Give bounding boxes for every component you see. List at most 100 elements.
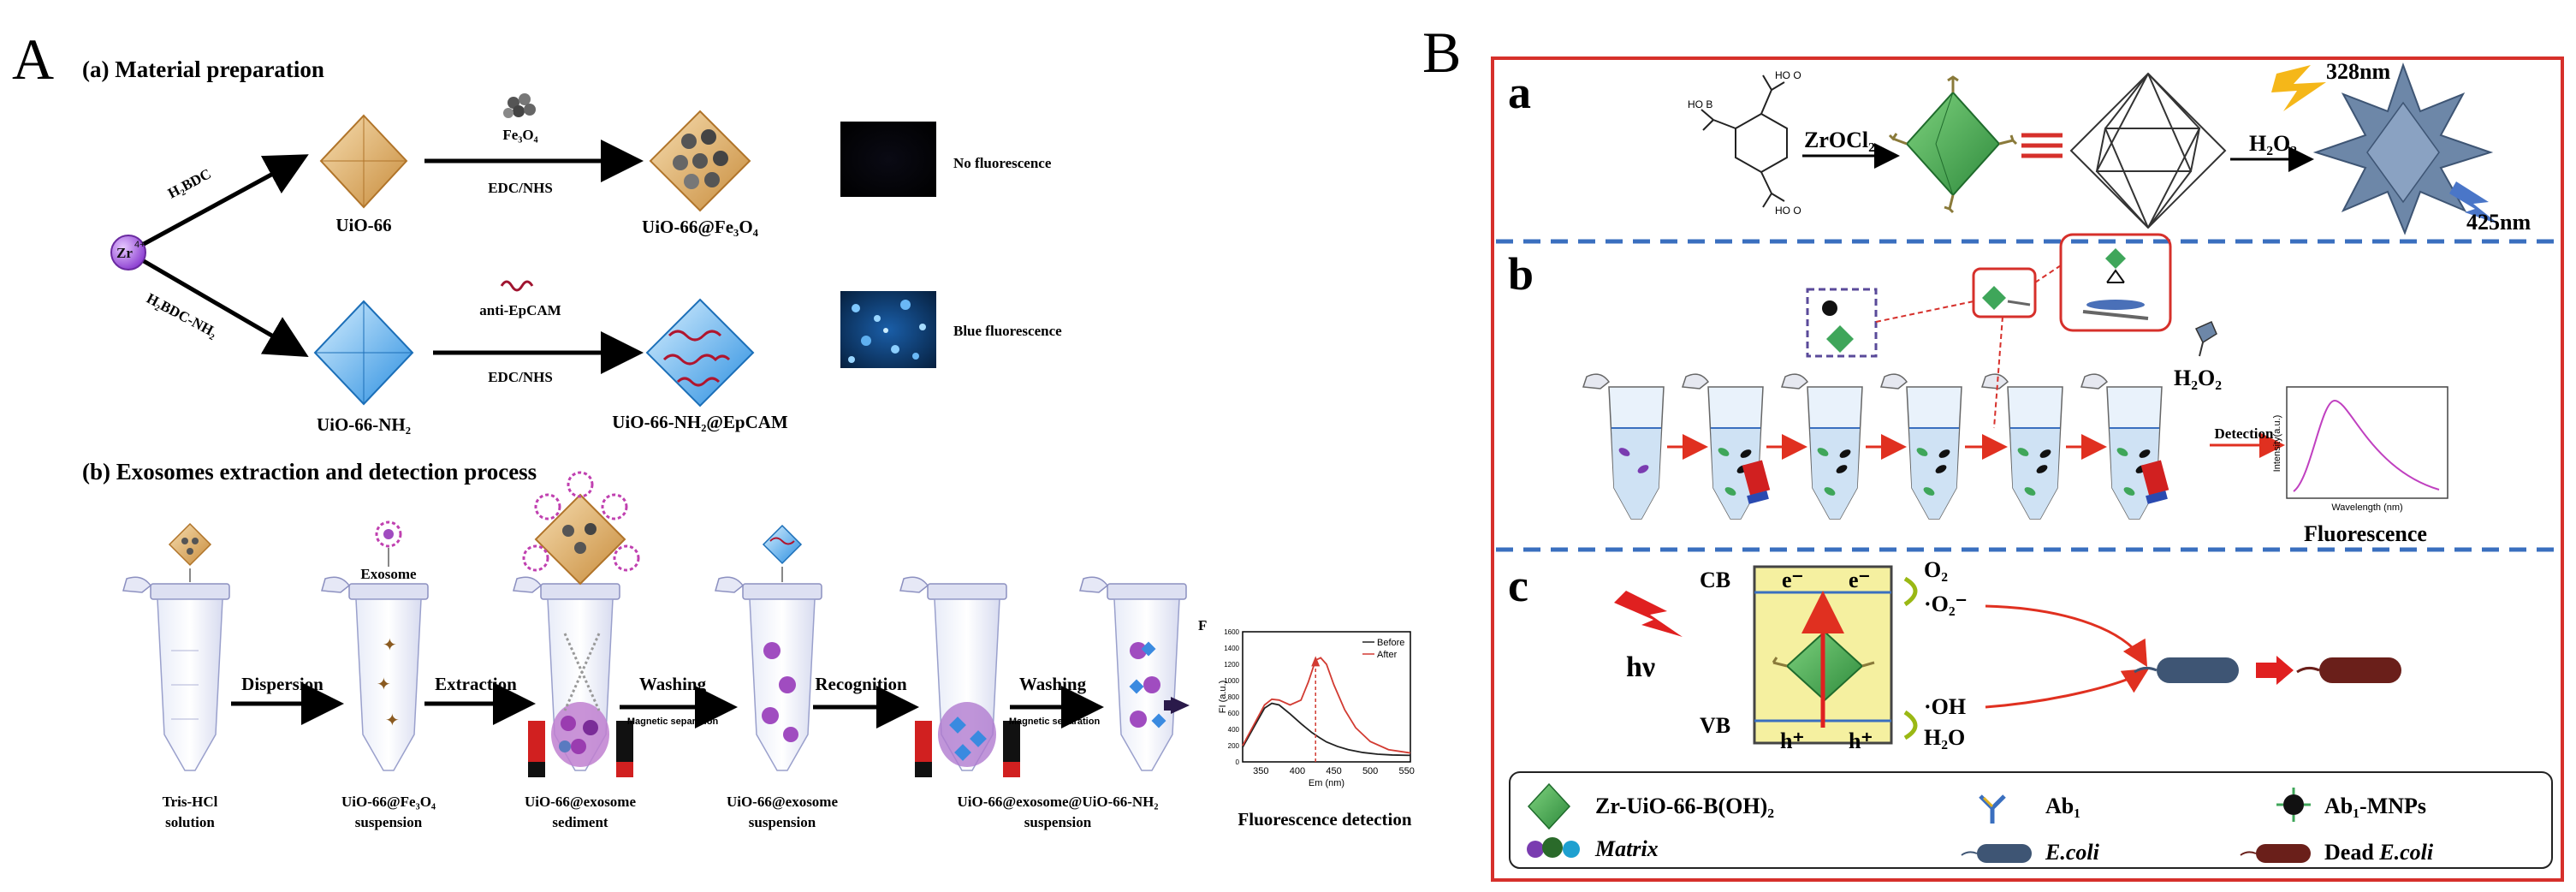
legend-zr-icon — [1527, 782, 1571, 830]
electron-2-label: e⁻ — [1849, 568, 1870, 592]
legend-zr-label: Zr-UiO-66-B(OH)₂ — [1595, 794, 1774, 818]
mag-separation-2-label: Magnetic separation — [1009, 717, 1101, 727]
legend-ab1-icon — [1979, 794, 2006, 824]
uio66-fe3o4-small-icon — [168, 522, 212, 582]
ecoli-live-icon — [2134, 657, 2239, 683]
legend-before-label: Before — [1377, 638, 1404, 648]
fluorescence-label: Fluorescence — [2304, 521, 2427, 546]
chart-x-tick-label: 350 — [1253, 766, 1268, 776]
sub-a-label: a — [1508, 67, 1531, 118]
legend-box — [1509, 771, 2553, 869]
bdc-boronic-structure — [1701, 74, 1788, 208]
wireframe-octahedron-icon — [2069, 72, 2227, 229]
chart-x-tick-label: 450 — [1326, 766, 1341, 776]
antibody-squiggle-icon — [500, 280, 534, 292]
legend-matrix-label: Matrix — [1594, 836, 1659, 861]
tube-4-label-b: suspension — [749, 814, 816, 830]
blue-fluorescence-image — [840, 291, 936, 368]
sub-c-label: c — [1508, 560, 1528, 611]
superoxide-label: ·O₂⁻ — [1924, 592, 1967, 616]
legend-mnps-label: Ab₁-MNPs — [2324, 794, 2426, 818]
zrocl2-label: ZrOCl₂ — [1804, 128, 1875, 152]
svg-text:✦: ✦ — [385, 711, 400, 730]
legend-dead-label: Dead E.coli — [2324, 840, 2434, 865]
exosome-label: Exosome — [360, 566, 417, 582]
h2o2-a-label: H₂O₂ — [2249, 131, 2297, 156]
chart-corner-label: F — [1198, 617, 1207, 633]
radical-arrow-1 — [1985, 604, 2148, 668]
legend-dead-ecoli-word: E.coli — [2378, 840, 2434, 865]
no-fluorescence-label: No fluorescence — [953, 155, 1052, 171]
struct-oh-bottom: HO O — [1775, 205, 1801, 217]
product-top-label: UiO-66@Fe₃O₄ — [642, 217, 759, 237]
chart-y-tick-label: 1600 — [1224, 628, 1239, 636]
panel-b-tube — [1681, 373, 1771, 520]
section-exosome-title: (b) Exosomes extraction and detection pr… — [82, 459, 537, 485]
arrow-to-uio66 — [142, 154, 309, 247]
uio66-nh2-epcam-product-icon — [645, 298, 755, 407]
panel-b-tube — [1879, 373, 1962, 520]
uio66-nh2-small-icon — [762, 524, 803, 582]
uio66-fe3o4-product-icon — [649, 110, 751, 212]
tube-uio66-exosome-uio66nh2-sediment — [899, 576, 1020, 777]
h2bdc-label: H₂BDC — [165, 165, 214, 201]
hole-2-label: h⁺ — [1849, 728, 1873, 753]
spectrum-inset: Intensity(a.u.) Wavelength (nm) — [2272, 386, 2448, 513]
hv-label: hν — [1626, 651, 1655, 683]
panel-b-tube — [2080, 373, 2169, 520]
hole-1-label: h⁺ — [1780, 728, 1804, 753]
kill-arrow — [2256, 656, 2294, 685]
product-bottom-label: UiO-66-NH₂@EpCAM — [612, 412, 788, 432]
zr-label: Zr — [116, 245, 133, 261]
chart-y-tick-label: 800 — [1228, 693, 1240, 701]
legend-mnps-icon — [2276, 788, 2311, 822]
tube-labels: Tris-HCl solution UiO-66@Fe₃O₄ suspensio… — [163, 794, 1159, 830]
tube-tris-hcl — [122, 576, 230, 771]
uio66-nh2-octahedron-icon — [313, 300, 414, 406]
hydroxyl-label: ·OH — [1924, 694, 1966, 719]
uio66-octahedron-icon — [319, 114, 408, 209]
struct-b-oh: HO B — [1688, 98, 1712, 110]
equals-icon — [2021, 133, 2063, 158]
chart-x-tick-label: 500 — [1362, 766, 1378, 776]
panel-b-frame — [1491, 56, 2564, 882]
tube-2-label-a: UiO-66@Fe₃O₄ — [341, 794, 436, 810]
tube-uio66-fe3o4: ✦ ✦ ✦ — [321, 576, 429, 771]
chart-y-tick-label: 200 — [1228, 742, 1240, 750]
dropper-icon — [2194, 321, 2217, 357]
fe3o4-label: Fe₃O₄ — [502, 127, 537, 143]
to-detection-arrow — [1171, 697, 1190, 714]
tube-uio66-exosome-suspension — [715, 576, 822, 771]
step-recognition-label: Recognition — [815, 674, 907, 694]
ecoli-dead-icon — [2296, 657, 2401, 683]
chart-x-tick-label: 400 — [1290, 766, 1305, 776]
svg-text:✦: ✦ — [383, 636, 397, 655]
chart-y-tick-label: 400 — [1228, 726, 1240, 734]
sub-b-label: b — [1508, 248, 1534, 300]
legend-dead-ecoli-icon — [2240, 844, 2311, 863]
chart-y-axis-label: FI (a.u.) — [1218, 681, 1228, 714]
legend-ecoli-icon — [1961, 844, 2032, 863]
o2-label: O₂ — [1924, 557, 1948, 582]
chart-x-tick-label: 550 — [1399, 766, 1415, 776]
panel-a-letter: A — [12, 27, 54, 92]
nm328-label: 328nm — [2326, 59, 2390, 84]
step-washing-1-label: Washing — [639, 674, 707, 694]
zr-charge-label: 4+ — [134, 240, 145, 250]
tube-5-label-b: suspension — [1024, 814, 1092, 830]
section-material-prep-title: (a) Material preparation — [82, 56, 324, 82]
panel-b-tube-series — [1582, 373, 2169, 520]
spectrum-y-label: Intensity(a.u.) — [2272, 415, 2282, 473]
legend-dead-word: Dead — [2324, 840, 2379, 865]
tube-uio66-exosome-sediment — [513, 576, 633, 777]
uio66-exosome-cluster-icon — [522, 471, 640, 586]
cb-transfer-arrow — [1903, 576, 1918, 607]
h2o2-b-label: H₂O₂ — [2174, 366, 2222, 390]
step-extraction-label: Extraction — [435, 674, 517, 694]
panel-a: A (a) Material preparation Zr 4+ H₂BDC H… — [12, 27, 1415, 830]
chart-plot-frame — [1242, 631, 1411, 763]
spiky-mof-icon — [2312, 62, 2494, 235]
tube-4-label-a: UiO-66@exosome — [727, 794, 839, 810]
uio66-label: UiO-66 — [335, 215, 391, 235]
